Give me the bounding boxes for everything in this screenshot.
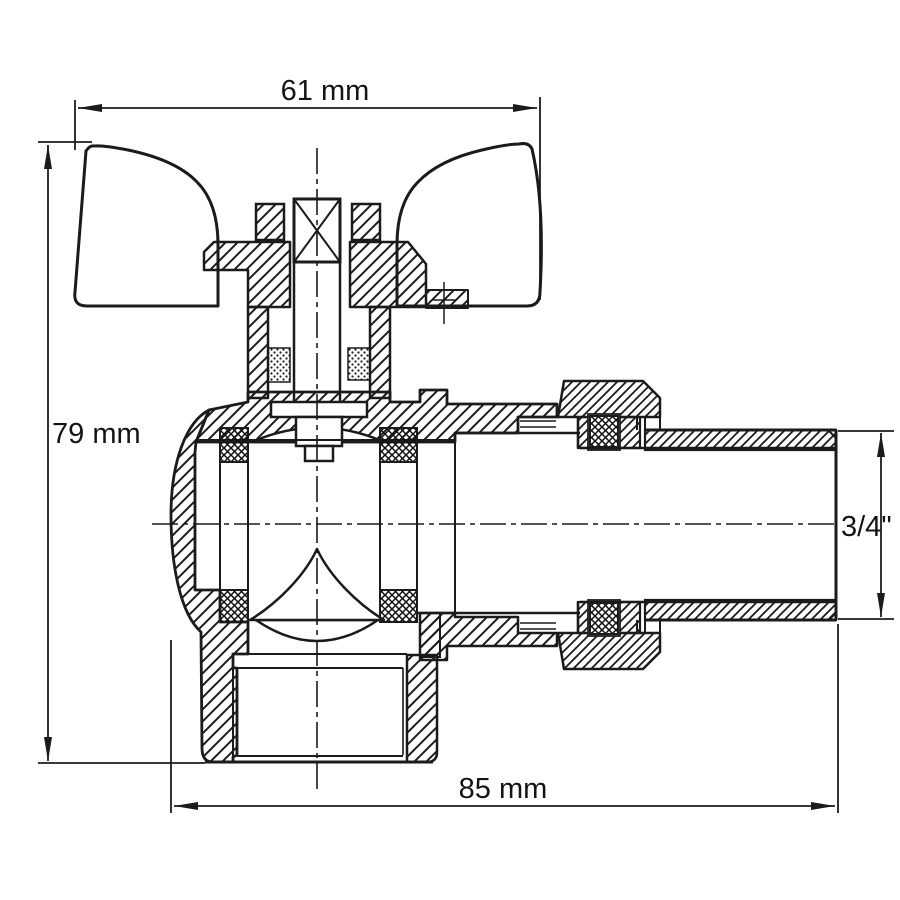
o-ring-bottom bbox=[589, 602, 619, 635]
dim-label-top: 61 mm bbox=[281, 75, 370, 107]
dim-label-left: 79 mm bbox=[52, 418, 141, 450]
arrowhead-bottom bbox=[44, 737, 52, 761]
stem-packing-right bbox=[347, 347, 371, 381]
dimension-bottom bbox=[170, 624, 839, 813]
arrowhead-top bbox=[44, 145, 52, 169]
arrowhead-right bbox=[513, 104, 537, 112]
gland-right bbox=[348, 240, 428, 309]
gland-nut bbox=[202, 240, 469, 400]
arrowhead-left bbox=[174, 802, 198, 810]
port-right-wall bbox=[405, 653, 439, 764]
bonnet-wall-left bbox=[246, 305, 270, 400]
dimension-right bbox=[838, 430, 894, 620]
arrowhead-top bbox=[877, 433, 885, 457]
o-ring-top bbox=[589, 415, 619, 448]
arrowhead-bottom bbox=[877, 593, 885, 617]
valve-stem bbox=[267, 262, 371, 402]
handle-hub-right bbox=[350, 202, 382, 242]
handle-stop-tab bbox=[425, 289, 469, 309]
arrowhead-right bbox=[811, 802, 835, 810]
union-nut bbox=[556, 379, 662, 671]
arrowhead-left bbox=[78, 104, 102, 112]
butterfly-handle bbox=[73, 142, 543, 308]
handle-right-wing bbox=[395, 142, 543, 308]
stem-packing-left bbox=[267, 347, 291, 383]
bottom-port bbox=[205, 653, 433, 764]
handle-left-wing bbox=[73, 144, 220, 308]
handle-hub-left bbox=[254, 202, 286, 242]
centerlines bbox=[152, 148, 838, 790]
dimension-left bbox=[38, 141, 205, 764]
gland-left bbox=[202, 240, 292, 309]
dim-label-right: 3/4" bbox=[841, 511, 892, 543]
seat-rings bbox=[219, 427, 418, 623]
stem-foot bbox=[269, 400, 369, 463]
tab-centerline bbox=[433, 282, 456, 324]
threaded-tailpiece bbox=[576, 413, 838, 637]
bonnet-wall-right bbox=[368, 305, 392, 400]
dim-label-bottom: 85 mm bbox=[459, 773, 548, 805]
body-port-junction bbox=[419, 612, 441, 658]
